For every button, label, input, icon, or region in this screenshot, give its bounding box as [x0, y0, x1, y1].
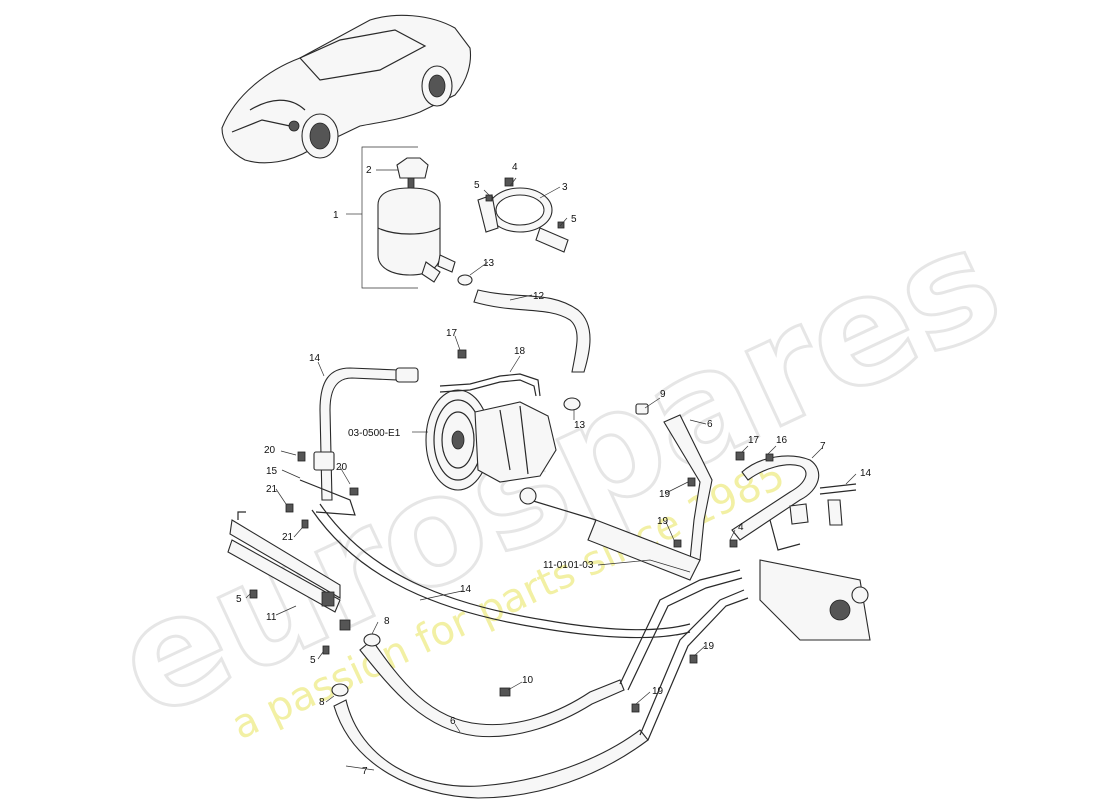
callout-6-lower: 6 [450, 716, 456, 727]
callout-16: 16 [776, 435, 788, 446]
watermark: eurospares a passion for parts since 198… [90, 193, 1026, 755]
callout-19-d: 19 [652, 686, 664, 697]
callout-13-lower: 13 [574, 420, 586, 431]
callout-14-lower: 14 [460, 584, 472, 595]
callout-4-lower: 4 [738, 522, 744, 533]
reservoir-assembly [361, 146, 456, 289]
callout-3: 3 [562, 182, 568, 193]
leader-lines [245, 169, 857, 771]
callout-2: 2 [366, 165, 372, 176]
callout-7-lower: 7 [362, 766, 368, 777]
callout-21-lower: 21 [282, 532, 294, 543]
callout-12: 12 [533, 291, 545, 302]
callout-19-b: 19 [657, 516, 669, 527]
bracket-clamp [477, 177, 569, 253]
callout-17-right: 17 [748, 435, 760, 446]
callout-1: 1 [333, 210, 339, 221]
callout-18: 18 [514, 346, 526, 357]
pipe-18 [439, 349, 541, 397]
callout-6-upper: 6 [707, 419, 713, 430]
cooler-assembly [227, 511, 351, 631]
callout-21-upper: 21 [266, 484, 278, 495]
callout-7-upper: 7 [820, 441, 826, 452]
callout-5-upper-right: 5 [571, 214, 577, 225]
hose-12 [457, 274, 591, 411]
callout-9: 9 [660, 389, 666, 400]
callout-8-upper: 8 [384, 616, 390, 627]
callout-19-c: 19 [703, 641, 715, 652]
callout-14-right: 14 [860, 468, 872, 479]
callout-5-lower: 5 [310, 655, 316, 666]
callout-20-right: 20 [336, 462, 348, 473]
callout-17-left: 17 [446, 328, 458, 339]
power-steering-pump [425, 389, 557, 491]
watermark-brand: eurospares [92, 194, 1025, 753]
hose-6-7-lower [331, 569, 749, 799]
callout-20-left: 20 [264, 445, 276, 456]
callout-8-lower: 8 [319, 697, 325, 708]
fasteners [249, 451, 774, 713]
pipe-14-long [299, 479, 691, 639]
callout-5-left: 5 [236, 594, 242, 605]
steering-rack [519, 487, 871, 641]
callout-10: 10 [522, 675, 534, 686]
callout-5-upper-left: 5 [474, 180, 480, 191]
hose-14-upper [313, 367, 419, 501]
callout-11: 11 [266, 612, 277, 623]
callout-4-upper: 4 [512, 162, 518, 173]
callout-19-a: 19 [659, 489, 671, 500]
callout-14-upper: 14 [309, 353, 321, 364]
callout-15: 15 [266, 466, 278, 477]
hose-7-upper [731, 455, 857, 551]
callout-13-upper: 13 [483, 258, 495, 269]
callout-labels: 1 2 3 4 5 5 12 13 17 18 14 03-0500-E1 13… [236, 162, 872, 777]
car-illustration [221, 14, 472, 164]
callout-ref-rack: 11-0101-03 [543, 560, 594, 571]
callout-ref-pump: 03-0500-E1 [348, 428, 401, 439]
